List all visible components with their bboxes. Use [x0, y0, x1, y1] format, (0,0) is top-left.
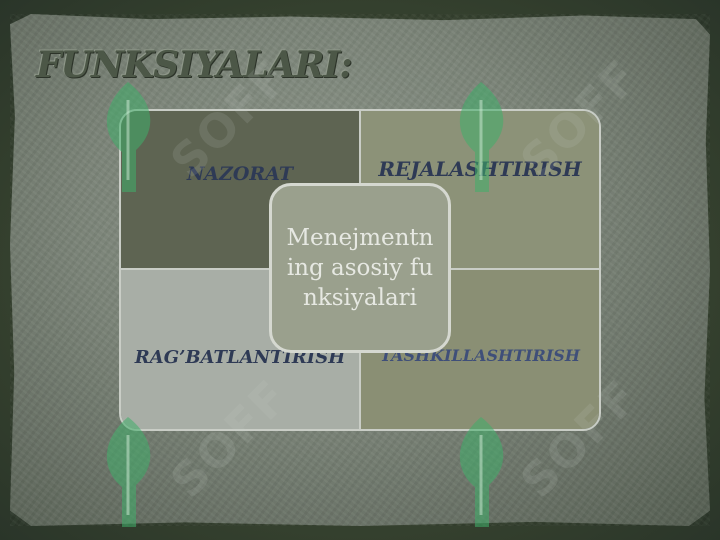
- center-concept-box: Menejmentning asosiy funksiyalari: [269, 183, 451, 353]
- quadrant-label-nazorat: NAZORAT: [186, 163, 294, 185]
- slide-title: FUNKSIYALARI:: [36, 44, 353, 86]
- center-concept-label: Menejmentning asosiy funksiyalari: [286, 225, 434, 311]
